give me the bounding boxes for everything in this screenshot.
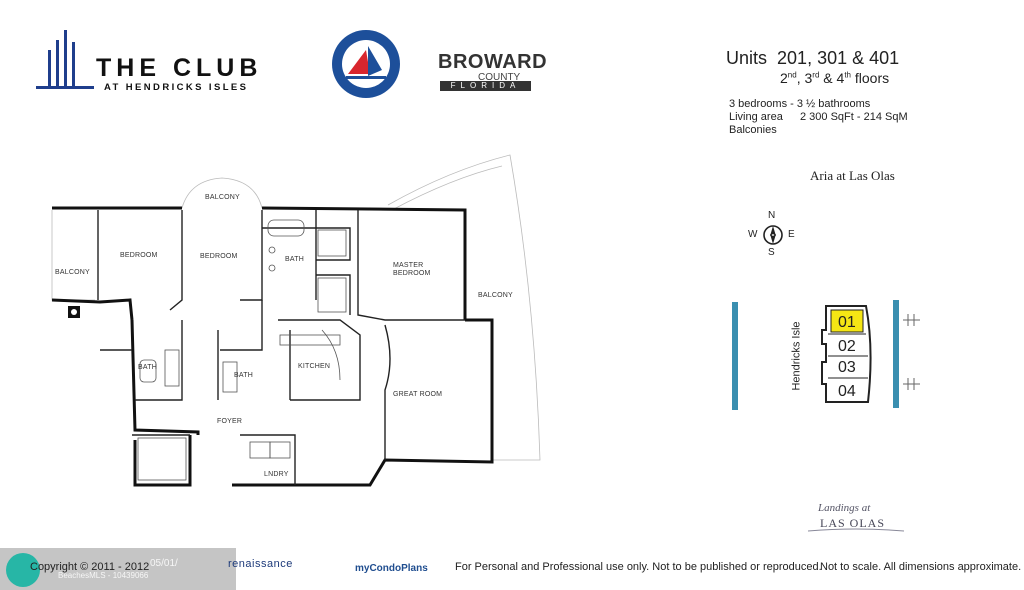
label-kitchen: KITCHEN	[298, 363, 331, 370]
key-unit-01: 01	[838, 314, 856, 331]
compass-icon	[763, 225, 783, 245]
label-bath-top: BATH	[285, 256, 304, 263]
florida-bar	[440, 81, 531, 91]
compass-e: E	[788, 229, 795, 240]
fort-lauderdale-seal-icon	[332, 30, 400, 98]
florida-text: FLORIDA	[450, 81, 521, 90]
label-balcony-left: BALCONY	[55, 269, 90, 276]
label-bath-left: BATH	[138, 364, 157, 371]
club-title: THE CLUB	[96, 54, 263, 82]
street-label: Hendricks Isle	[790, 321, 803, 391]
renaissance-logo-text: renaissance	[228, 558, 293, 570]
label-great-room: GREAT ROOM	[393, 391, 443, 398]
landings-logo-underline	[807, 528, 905, 532]
disclaimer-text: For Personal and Professional use only. …	[455, 561, 822, 573]
key-unit-02: 02	[838, 338, 856, 355]
compass-w: W	[748, 229, 758, 240]
spec-bedrooms: 3 bedrooms - 3 ½ bathrooms	[729, 98, 871, 110]
watermark-logo-icon	[6, 553, 40, 587]
floor-plan-drawing	[51, 154, 541, 487]
broward-logo-text: BROWARD	[438, 51, 548, 73]
landings-logo-top: Landings at	[818, 502, 871, 514]
club-subtitle: AT HENDRICKS ISLES	[104, 82, 249, 93]
label-master-1: MASTER	[393, 262, 424, 269]
label-foyer: FOYER	[217, 418, 243, 425]
landings-logo-main: LAS OLAS	[820, 516, 886, 530]
key-unit-04: 04	[838, 383, 856, 400]
broward-county-text: COUNTY	[478, 72, 521, 83]
label-master-2: BEDROOM	[393, 270, 431, 277]
units-title: Units 201, 301 & 401	[726, 48, 900, 68]
building-name: Aria at Las Olas	[810, 168, 895, 183]
copyright-text: Copyright © 2011 - 2012	[30, 561, 150, 573]
label-laundry: LNDRY	[264, 471, 289, 478]
key-unit-03: 03	[838, 359, 856, 376]
floors-line: 2nd, 3rd & 4th floors	[780, 70, 890, 86]
label-bedroom-2: BEDROOM	[200, 253, 238, 260]
label-bedroom-1: BEDROOM	[120, 252, 158, 259]
scale-note-text: Not to scale. All dimensions approximate…	[820, 561, 1022, 573]
mycondoplans-logo-text: myCondoPlans	[355, 563, 428, 574]
compass-s: S	[768, 247, 775, 258]
club-logo-mark	[36, 30, 94, 89]
watermark-id: BeachesMLS - 10439066	[58, 571, 149, 580]
watermark-date: 05/01/	[150, 558, 178, 569]
label-bath-mid: BATH	[234, 372, 253, 379]
label-balcony-right: BALCONY	[478, 292, 513, 299]
key-plan	[732, 300, 920, 410]
spec-balconies: Balconies	[729, 124, 777, 136]
label-balcony-top: BALCONY	[205, 194, 240, 201]
compass-n: N	[768, 210, 776, 221]
